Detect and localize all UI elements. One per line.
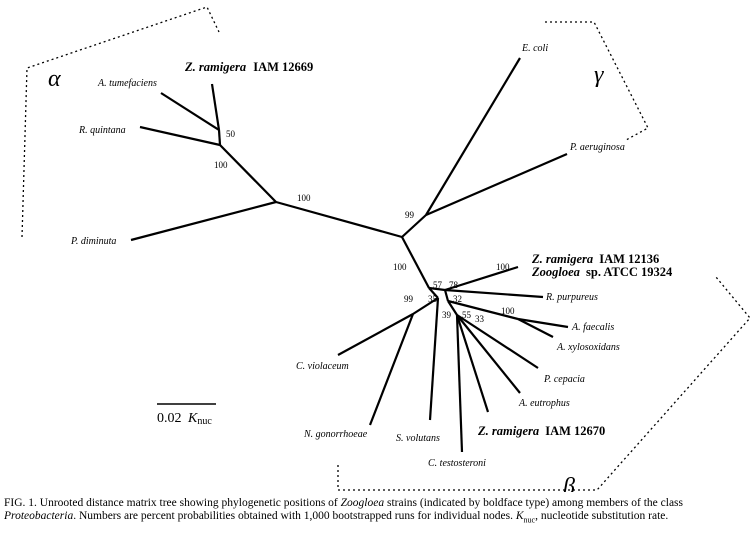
edge-beta-alcaligenes [447,299,519,321]
bootstrap-label: 32 [453,294,462,304]
taxon-c-testosteroni: C. testosteroni [428,458,486,469]
edge-beta-cviolaceum [337,313,414,356]
edge-gamma-paeruginosa [425,152,568,217]
bootstrap-label: 99 [405,210,415,220]
bootstrap-label: 33 [475,314,485,324]
caption-text: Unrooted distance matrix tree showing ph… [39,497,338,509]
figure-caption: FIG. 1. Unrooted distance matrix tree sh… [4,497,748,526]
edge-alpha-pdiminuta [130,200,277,242]
bootstrap-label: 50 [226,129,236,139]
caption-text: strains (indicated by boldface type) amo… [386,497,683,509]
bootstrap-label: 39 [442,310,452,320]
tree-edges [130,57,569,453]
scale-bar-label: 0.02 Knuc [157,411,212,427]
taxon-p-cepacia: P. cepacia [543,374,585,385]
edge-beta-n57 [428,286,446,292]
phylogenetic-tree: α γ β Z. ramigera IAM 12669 A. tumefacie… [21,6,751,492]
taxon-r-purpureus: R. purpureus [545,292,598,303]
taxon-p-aeruginosa: P. aeruginosa [569,142,625,153]
gamma-bracket [545,21,649,141]
taxon-z-ramigera-iam-12670: Z. ramigera IAM 12670 [477,424,605,438]
taxon-a-eutrophus: A. eutrophus [518,398,570,409]
caption-label: FIG. 1. [4,497,37,509]
edge-center-beta [401,236,430,289]
taxon-z-ramigera-iam-12669: Z. ramigera IAM 12669 [184,60,313,74]
taxon-s-volutans: S. volutans [396,433,440,444]
edge-beta-ctestosteroni [455,314,464,453]
edge-beta-pcepacia [456,314,539,369]
edge-alpha-rquintana [139,125,221,147]
edge-gamma-ecoli [425,57,521,216]
alpha-label: α [48,66,61,92]
bootstrap-label: 99 [404,294,414,304]
edge-beta-n35 [428,287,439,299]
bootstrap-label: 78 [449,280,459,290]
edge-beta-svolutans [428,297,440,421]
bootstrap-label: 100 [501,306,515,316]
bootstrap-label: 100 [214,160,228,170]
edge-beta-n99 [412,297,439,315]
edge-beta-aeutrophus [456,314,521,394]
taxon-n-gonorrhoeae: N. gonorrhoeae [303,429,368,440]
taxon-zoogloea-atcc-19324: Zoogloea sp. ATCC 19324 [531,265,673,279]
edge-alpha-zramigera12669 [210,83,221,131]
taxon-r-quintana: R. quintana [78,125,126,136]
edge-alpha-inner [219,144,277,203]
bootstrap-label: 100 [393,262,407,272]
edge-beta-n55 [447,300,458,316]
caption-genus: Zoogloea [340,497,385,509]
bootstrap-label: 100 [297,193,311,203]
bootstrap-label: 100 [496,262,510,272]
bootstrap-label: 35 [428,294,438,304]
caption-text: , nucleotide substitution rate. [535,510,669,522]
edge-center-gamma [401,214,427,238]
taxon-a-tumefaciens: A. tumefaciens [97,78,157,89]
taxon-z-ramigera-iam-12136: Z. ramigera IAM 12136 [531,252,659,266]
edge-alpha-atumefaciens [160,92,220,131]
taxon-p-diminuta: P. diminuta [70,236,116,247]
edge-alpha-node50 [217,129,222,146]
edge-beta-zramigera12670 [455,314,490,413]
taxon-a-faecalis: A. faecalis [571,322,614,333]
caption-k-sub: nuc [523,515,536,525]
gamma-label: γ [594,62,604,88]
edge-beta-n32 [443,289,450,302]
edge-center-alpha [275,200,403,239]
caption-text: . Numbers are percent probabilities obta… [73,510,513,522]
caption-k: K [515,510,524,522]
edge-beta-zoogloea [444,265,519,292]
edge-beta-rpurpureus [444,288,544,299]
bootstrap-label: 57 [433,280,443,290]
alpha-bracket [21,6,220,238]
edge-beta-afaecalis [517,317,569,329]
bootstrap-label: 55 [462,310,472,320]
taxon-c-violaceum: C. violaceum [296,361,349,372]
edge-beta-axylosoxidans [517,318,554,338]
beta-bracket [337,276,751,491]
taxon-a-xylosoxidans: A. xylosoxidans [556,342,620,353]
caption-class: Proteobacteria [4,510,74,522]
beta-label: β [562,474,575,492]
taxon-e-coli: E. coli [521,43,548,54]
edge-beta-ngonorrhoeae [368,313,415,426]
